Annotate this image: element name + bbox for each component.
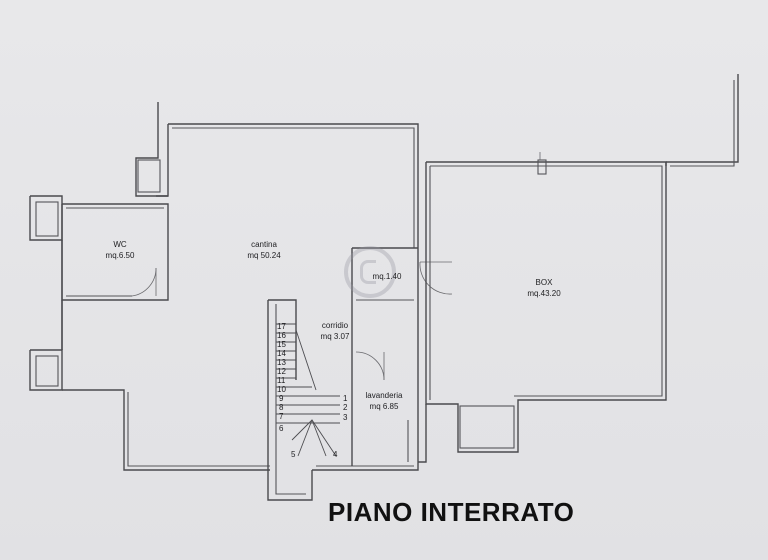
stair-step-number: 9 <box>279 394 284 403</box>
stair-step-number: 7 <box>279 412 284 421</box>
stair-step-number: 10 <box>277 385 286 394</box>
room-area: mq.43.20 <box>527 289 561 298</box>
room-closet: mq.1.40 <box>362 271 412 282</box>
stair-step-number: 5 <box>291 450 296 459</box>
lavanderia-door-arc <box>355 351 385 381</box>
room-box: BOX mq.43.20 <box>520 277 568 299</box>
stair-step-number: 2 <box>343 403 348 412</box>
room-area: mq.6.50 <box>105 251 135 260</box>
closet-door-arc <box>419 261 453 295</box>
watermark-logo-ring <box>344 246 396 298</box>
wc-door-arc <box>131 267 157 297</box>
room-name: corridio <box>321 321 349 330</box>
stair-step-number: 4 <box>333 450 338 459</box>
room-name: lavanderia <box>365 391 403 400</box>
stair-step-number: 15 <box>277 340 286 349</box>
stair-step-number: 8 <box>279 403 284 412</box>
room-lavanderia: lavanderia mq 6.85 <box>358 390 410 412</box>
room-name: cantina <box>251 240 277 249</box>
wc-wall <box>29 195 63 241</box>
cantina-outer-wall <box>168 123 419 248</box>
stair-step-number: 16 <box>277 331 286 340</box>
room-corridio: corridio mq 3.07 <box>310 320 360 342</box>
room-area: mq 6.85 <box>369 402 399 411</box>
room-area: mq 3.07 <box>320 332 350 341</box>
room-wc: WC mq.6.50 <box>98 239 142 261</box>
room-area: mq.1.40 <box>372 272 402 281</box>
plan-title: PIANO INTERRATO <box>328 497 575 527</box>
stair-step-number: 12 <box>277 367 286 376</box>
stair-step-number: 1 <box>343 394 348 403</box>
box-wall <box>425 161 667 453</box>
stair-step-number: 11 <box>277 376 286 385</box>
room-name: WC <box>113 240 127 249</box>
room-cantina: cantina mq 50.24 <box>236 239 292 261</box>
stair-step-number: 3 <box>343 413 348 422</box>
stair-step-number: 14 <box>277 349 286 358</box>
stair-step-number: 6 <box>279 424 284 433</box>
watermark-logo-mark <box>360 260 376 284</box>
stair-step-number: 17 <box>277 322 286 331</box>
room-name: BOX <box>535 278 553 287</box>
stair-wall <box>267 300 313 501</box>
stair-step-number: 13 <box>277 358 286 367</box>
room-area: mq 50.24 <box>247 251 281 260</box>
